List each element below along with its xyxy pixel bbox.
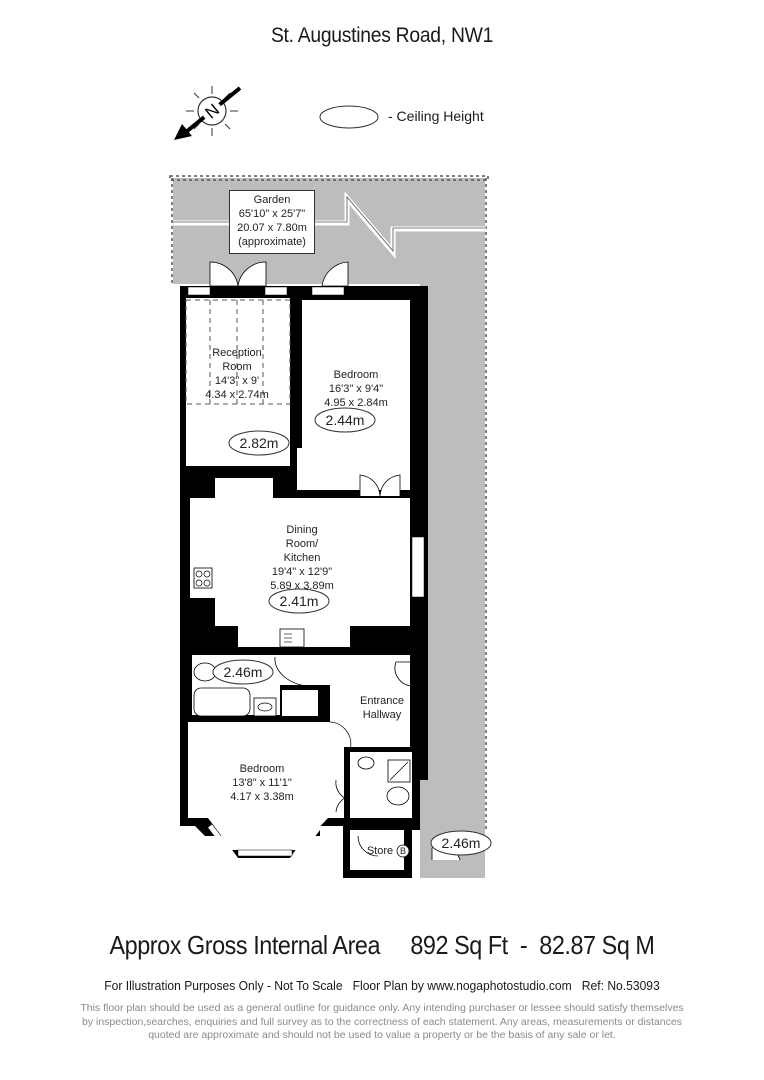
- garden-name: Garden: [253, 194, 291, 206]
- area-separator: -: [519, 930, 528, 960]
- reception-name-1: Reception: [212, 347, 262, 359]
- gross-internal-area: Approx Gross Internal Area 892 Sq Ft - 8…: [38, 930, 726, 961]
- area-label: Approx Gross Internal Area: [109, 930, 381, 960]
- garden-metric: 20.07 x 7.80m: [237, 222, 307, 234]
- dining-imperial: 19'4" x 12'9": [271, 566, 333, 578]
- garden-imperial: 65'10" x 25'7": [238, 208, 306, 220]
- plan-title: St. Augustines Road, NW1: [270, 24, 494, 47]
- entrance-name-2: Hallway: [362, 709, 402, 721]
- ceiling-height-ellipse-icon: [319, 105, 379, 129]
- compass-north-icon: N: [174, 86, 242, 140]
- footer-disclaimer: This floor plan should be used as a gene…: [80, 1002, 684, 1041]
- dining-name-2: Room/: [285, 538, 319, 550]
- area-sqft: 892 Sq Ft: [410, 930, 508, 960]
- reception-ceiling-height: 2.82m: [239, 435, 279, 451]
- reception-label: Reception Room 14'3" x 9' 4.34 x 2.74m: [194, 346, 280, 402]
- reception-metric: 4.34 x 2.74m: [205, 389, 269, 401]
- bedroom1-metric: 4.95 x 2.84m: [324, 397, 388, 409]
- bedroom1-name: Bedroom: [333, 369, 379, 381]
- legend-label: - Ceiling Height: [388, 108, 484, 124]
- entrance-hallway-label: Entrance Hallway: [352, 694, 412, 722]
- reception-name-2: Room: [222, 361, 252, 373]
- bedroom1-ceiling-height: 2.44m: [325, 412, 365, 428]
- bedroom2-label: Bedroom 13'8" x 11'1" 4.17 x 3.38m: [222, 762, 302, 804]
- store-label: Store: [366, 845, 394, 857]
- bedroom2-name: Bedroom: [239, 763, 285, 775]
- reception-imperial: 14'3" x 9': [214, 375, 260, 387]
- garden-note: (approximate): [238, 236, 306, 248]
- floor-plan-drawing: [169, 175, 492, 878]
- dining-metric: 5.89 x 3.89m: [270, 580, 334, 592]
- dining-ceiling-height: 2.41m: [279, 593, 319, 609]
- entrance-name-1: Entrance: [359, 695, 405, 707]
- bathroom-ceiling-height: 2.46m: [223, 664, 263, 680]
- bedroom1-label: Bedroom 16'3" x 9'4" 4.95 x 2.84m: [316, 368, 396, 410]
- area-sqm: 82.87 Sq M: [539, 930, 655, 960]
- dining-kitchen-label: Dining Room/ Kitchen 19'4" x 12'9" 5.89 …: [262, 523, 342, 593]
- bedroom2-imperial: 13'8" x 11'1": [232, 777, 292, 789]
- dining-name-1: Dining: [286, 524, 318, 536]
- bedroom1-imperial: 16'3" x 9'4": [328, 383, 384, 395]
- store-ceiling-height: 2.46m: [441, 835, 481, 851]
- footer-credits: For Illustration Purposes Only - Not To …: [104, 978, 660, 993]
- garden-label: Garden 65'10" x 25'7" 20.07 x 7.80m (app…: [229, 190, 315, 254]
- bedroom2-metric: 4.17 x 3.38m: [230, 791, 294, 803]
- store-badge: B: [399, 846, 406, 856]
- dining-name-3: Kitchen: [283, 552, 321, 564]
